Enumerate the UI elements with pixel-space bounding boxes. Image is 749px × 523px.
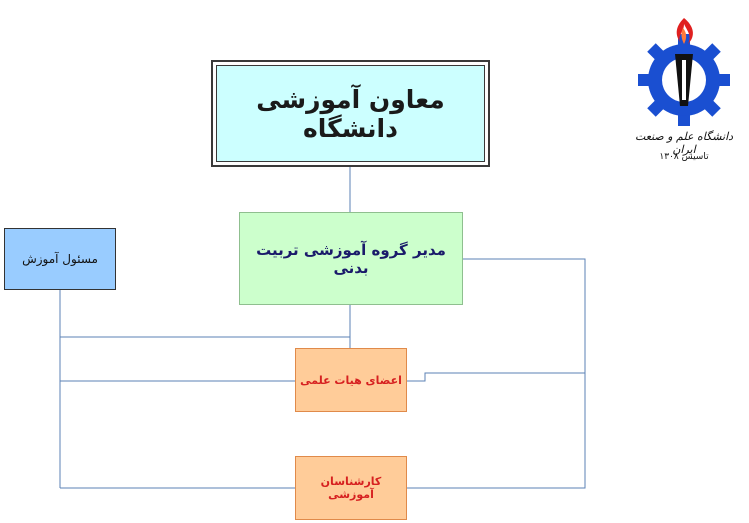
education-experts-box: کارشناسان آموزشی [295, 456, 407, 520]
connector-right-to-members [407, 372, 585, 382]
logo-founded-year: تاسیس ۱۳۰۸ [659, 152, 709, 162]
education-officer-box: مسئول آموزش [4, 228, 116, 290]
faculty-members-box: اعضای هیات علمی [295, 348, 407, 412]
education-experts-label: کارشناسان آموزشی [320, 475, 382, 501]
vice-chancellor-box: معاون آموزشی دانشگاه [211, 60, 490, 167]
group-director-label: مدیر گروه آموزشی تربیت بدنی [256, 240, 446, 277]
vice-chancellor-label: معاون آموزشی دانشگاه [256, 84, 445, 143]
faculty-members-label: اعضای هیات علمی [300, 373, 402, 387]
education-officer-label: مسئول آموزش [22, 252, 98, 266]
gear-torch-icon [638, 18, 730, 126]
group-director-box: مدیر گروه آموزشی تربیت بدنی [239, 212, 463, 305]
logo-university-name: دانشگاه علم و صنعت ایران [634, 130, 734, 156]
university-logo: دانشگاه علم و صنعت ایران تاسیس ۱۳۰۸ [628, 10, 740, 170]
